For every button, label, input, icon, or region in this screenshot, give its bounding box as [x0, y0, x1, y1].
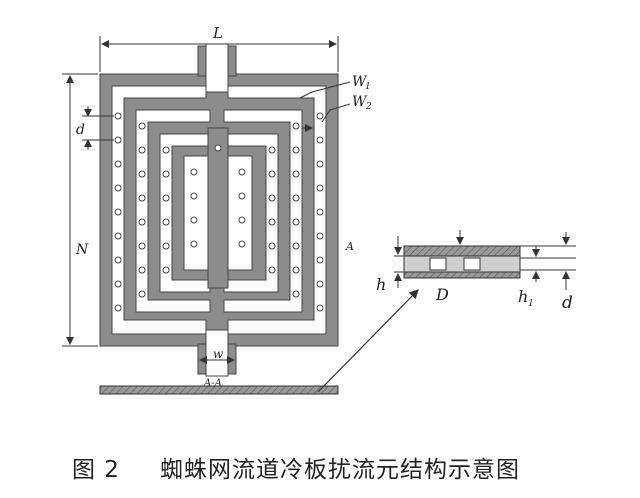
section-AA-strip — [99, 385, 339, 395]
label-d-right: d — [562, 293, 573, 313]
label-D: D — [435, 285, 449, 304]
caption-title: 蜘蛛网流道冷板扰流元结构示意图 — [160, 457, 520, 483]
caption-number: 图 2 — [72, 457, 120, 483]
label-A: A — [345, 240, 354, 253]
cold-plate-diagram: L N d W 1 W 2 A w A-A — [62, 24, 576, 395]
label-W2: W — [352, 94, 368, 110]
label-d-left: d — [76, 122, 85, 138]
central-core — [207, 127, 229, 289]
label-L: L — [212, 24, 223, 42]
label-W2-sub: 2 — [365, 102, 372, 112]
label-W1-sub: 1 — [365, 82, 371, 92]
detail-dimensions — [394, 230, 576, 290]
label-W1: W — [352, 74, 368, 90]
pin-fins — [114, 112, 324, 312]
label-N: N — [75, 242, 89, 258]
label-h: h — [376, 275, 386, 294]
dimension-N — [62, 73, 98, 347]
label-w: w — [213, 347, 224, 361]
leader-W2 — [302, 103, 351, 132]
label-h1: h — [518, 287, 528, 306]
leader-W1 — [299, 81, 351, 99]
dimension-L — [99, 36, 339, 72]
label-AA: A-A — [203, 378, 222, 389]
dimension-d-left — [82, 106, 114, 150]
label-h1-sub: 1 — [528, 299, 534, 309]
figure-caption: 图 2 蜘蛛网流道冷板扰流元结构示意图 — [0, 446, 640, 486]
detail-section — [403, 245, 521, 279]
detail-leader — [317, 289, 419, 393]
